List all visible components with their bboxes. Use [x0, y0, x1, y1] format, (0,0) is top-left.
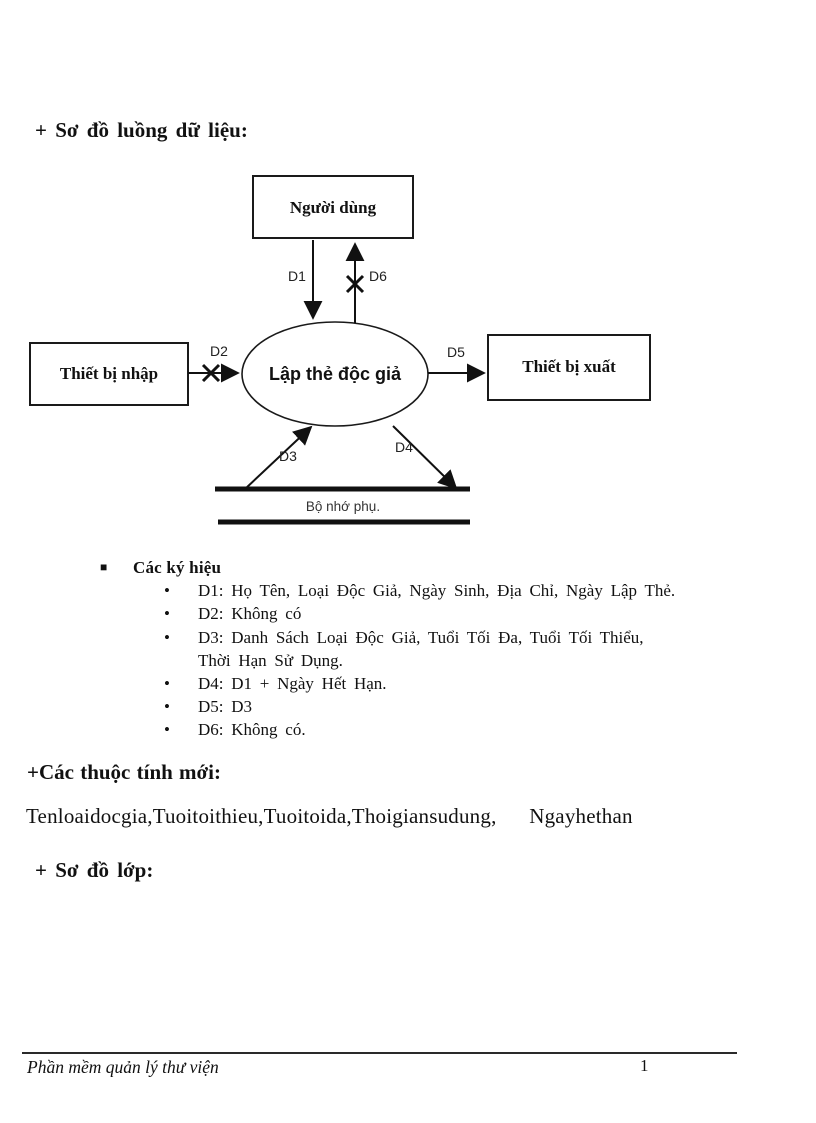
list-item-d6: • D6: Không có. — [164, 718, 720, 741]
list-item-d2: • D2: Không có — [164, 602, 720, 625]
list-item-text-line2: Thời Hạn Sử Dụng. — [198, 650, 343, 670]
round-bullet-icon: • — [164, 627, 170, 647]
list-item-text: D6: Không có. — [198, 720, 306, 740]
node-input-device-label: Thiết bị nhập — [60, 364, 158, 383]
list-item-d1: • D1: Họ Tên, Loại Độc Giả, Ngày Sinh, Đ… — [164, 579, 720, 602]
d1-label: D1 — [288, 268, 306, 284]
list-item-text: D2: Không có — [198, 604, 302, 624]
round-bullet-icon: • — [164, 604, 170, 624]
list-item-text: D4: D1 + Ngày Hết Hạn. — [198, 674, 387, 694]
heading-new-attributes: +Các thuộc tính mới: — [27, 760, 222, 784]
list-item-text: D3: Danh Sách Loại Độc Giả, Tuổi Tối Đa,… — [198, 627, 644, 647]
d6-x-marker — [345, 274, 365, 294]
d6-label: D6 — [369, 268, 387, 284]
footer-divider — [22, 1052, 737, 1054]
list-item-d4: • D4: D1 + Ngày Hết Hạn. — [164, 672, 720, 695]
round-bullet-icon: • — [164, 581, 170, 601]
list-item-d3: • D3: Danh Sách Loại Độc Giả, Tuổi Tối Đ… — [164, 626, 720, 672]
node-user-box — [252, 175, 414, 239]
footer-document-title: Phần mềm quản lý thư viện — [27, 1057, 219, 1077]
node-output-device-box — [487, 334, 651, 401]
heading-data-flow-diagram: + Sơ đồ luồng dữ liệu: — [35, 118, 248, 142]
square-bullet-icon: ■ — [100, 560, 108, 574]
list-item-text: D5: D3 — [198, 697, 253, 717]
data-flow-diagram: Người dùng Thiết bị nhập Thiết bị xuất L… — [29, 175, 651, 525]
new-attributes-text: Tenloaidocgia,Tuoitoithieu,Tuoitoida,Tho… — [26, 804, 633, 828]
node-input-device-box — [29, 342, 189, 406]
d2-x-marker — [201, 363, 221, 383]
symbols-section: ■ Các ký hiệu • D1: Họ Tên, Loại Độc Giả… — [100, 556, 720, 742]
symbols-heading: Các ký hiệu — [133, 558, 222, 577]
list-item-text: D1: Họ Tên, Loại Độc Giả, Ngày Sinh, Địa… — [198, 581, 676, 601]
node-user-label: Người dùng — [290, 198, 377, 217]
d3-arrow — [244, 425, 313, 490]
round-bullet-icon: • — [164, 697, 170, 717]
symbols-heading-row: ■ Các ký hiệu — [100, 556, 720, 579]
d3-label: D3 — [279, 448, 297, 464]
round-bullet-icon: • — [164, 674, 170, 694]
footer-page-number: 1 — [640, 1056, 649, 1075]
d2-label: D2 — [210, 343, 228, 359]
round-bullet-icon: • — [164, 720, 170, 740]
process-label: Lập thẻ độc giả — [269, 364, 402, 384]
d4-arrow — [392, 425, 458, 490]
node-output-device-label: Thiết bị xuất — [522, 357, 616, 376]
list-item-d5: • D5: D3 — [164, 695, 720, 718]
storage-label: Bộ nhớ phụ. — [306, 499, 380, 514]
d4-label: D4 — [395, 439, 413, 455]
d5-label: D5 — [447, 344, 465, 360]
heading-class-diagram: + Sơ đồ lớp: — [35, 858, 154, 882]
